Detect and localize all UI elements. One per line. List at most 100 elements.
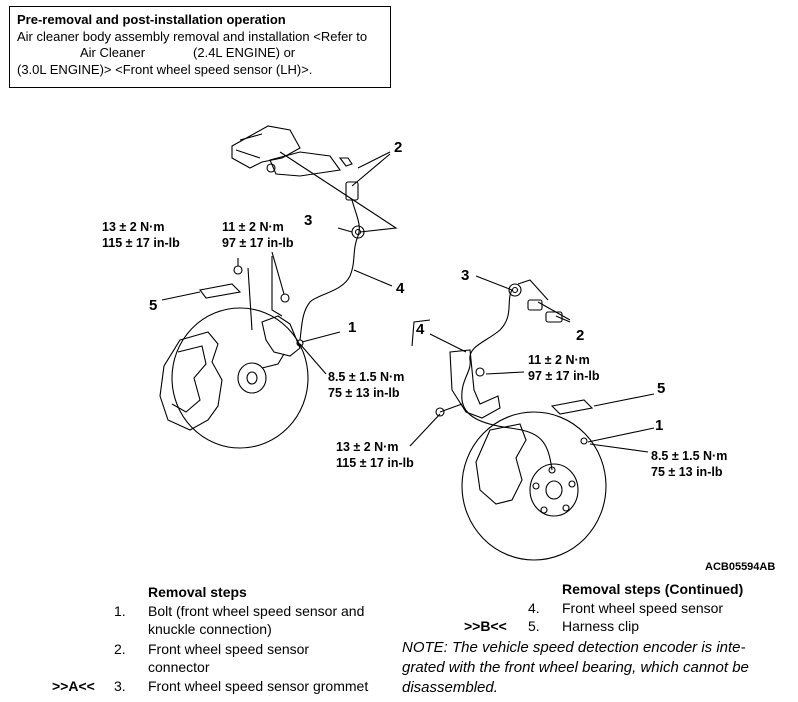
right-leader-3: [475, 275, 513, 291]
left-harness-clip: [199, 283, 242, 299]
left-torque-11-inlb: 97 ± 17 in-lb: [222, 236, 294, 250]
air-cleaner-link[interactable]: Air Cleaner: [80, 45, 146, 60]
left-leader-1: [301, 331, 341, 343]
left-body-bracket: [231, 125, 301, 169]
left-bracket-plate: [269, 151, 341, 177]
right-torque-13-nm: 13 ± 2 N·m: [336, 440, 398, 454]
left-sensor-bolt: [296, 339, 304, 347]
left-caliper: [159, 331, 223, 431]
wheel-speed-sensor-diagram: 2 3 4 5 1 3 2 4 5 1 13 ± 2 N·m 115 ± 17 …: [102, 125, 775, 573]
right-sensor-bolt: [580, 437, 588, 445]
note-line-2: grated with the front wheel bearing, whi…: [402, 659, 749, 676]
right-callout-4: 4: [416, 321, 425, 338]
step-2-line-2: connector: [148, 659, 210, 675]
removal-steps-heading: Removal steps: [148, 584, 247, 600]
step-5-text: Harness clip: [562, 618, 640, 634]
left-leader-5: [161, 291, 201, 301]
left-brake-disc: [171, 307, 309, 449]
right-stud-5: [540, 506, 548, 514]
step-2-text-1: Front wheel speed sensor: [148, 641, 310, 657]
right-callout-2: 2: [576, 327, 584, 344]
right-harness-clip: [550, 399, 594, 415]
right-bracket: [449, 349, 501, 419]
right-bolt-arm: [439, 403, 463, 413]
preop-line-2: Air Cleaner(2.4L ENGINE) or: [17, 45, 383, 62]
removal-steps-continued-heading: Removal steps (Continued): [562, 581, 744, 597]
right-bolt-13nm: [435, 407, 445, 417]
right-brake-disc: [461, 411, 607, 561]
left-callout-4: 4: [396, 280, 405, 297]
left-hub-center: [246, 371, 258, 385]
step-1-text-1: Bolt (front wheel speed sensor and: [148, 603, 365, 619]
step-5-ref[interactable]: >>B<<: [464, 618, 507, 634]
preop-title: Pre-removal and post-installation operat…: [17, 12, 286, 27]
right-bolt-11nm: [475, 367, 485, 377]
step-3-number: 3.: [114, 678, 126, 694]
left-leader-3b: [279, 151, 398, 233]
left-caliper-inner: [171, 345, 207, 413]
step-1-line-1: 1. Bolt (front wheel speed sensor and: [114, 602, 364, 620]
left-grommet-inner: [354, 228, 362, 236]
left-connector-b: [345, 181, 359, 201]
right-connector-b: [545, 311, 563, 323]
left-clip-rod: [247, 267, 253, 331]
step-1-line-2: knuckle connection): [148, 621, 272, 637]
right-stud-3: [568, 480, 576, 488]
right-leader-4: [429, 333, 467, 353]
preop-line-1: Air cleaner body assembly removal and in…: [17, 28, 368, 44]
left-leader-torque-1: [299, 343, 327, 375]
left-torque-11-nm: 11 ± 2 N·m: [222, 220, 284, 234]
right-torque-13-inlb: 115 ± 17 in-lb: [336, 456, 414, 470]
right-connector-a: [527, 299, 543, 311]
right-torque-85-nm: 8.5 ± 1.5 N·m: [651, 449, 727, 463]
preop-box: Pre-removal and post-installation operat…: [9, 6, 391, 88]
step-3-ref[interactable]: >>A<<: [52, 678, 95, 694]
left-torque-85-inlb: 75 ± 13 in-lb: [328, 386, 400, 400]
step-2-line-1: 2. Front wheel speed sensor: [114, 640, 309, 658]
right-stud-1: [532, 482, 540, 490]
preop-line-3: (3.0L ENGINE)> <Front wheel speed sensor…: [17, 61, 313, 77]
right-leader-5: [593, 393, 655, 407]
left-leader-4: [353, 269, 393, 287]
step-4-line: 4.Front wheel speed sensor: [528, 599, 723, 617]
left-sensor-head: [261, 353, 285, 369]
left-bracket-bolt: [266, 163, 276, 173]
left-leader-11nm: [271, 251, 285, 295]
left-callout-2: 2: [394, 139, 402, 156]
left-callout-1: 1: [348, 319, 356, 336]
step-5-line: 5. Harness clip: [528, 617, 639, 635]
right-leader-torque-1: [589, 443, 649, 453]
left-torque-85-nm: 8.5 ± 1.5 N·m: [328, 370, 404, 384]
right-stud-4: [562, 504, 570, 512]
right-torque-11-nm: 11 ± 2 N·m: [528, 353, 590, 367]
right-grommet-inner: [511, 286, 519, 294]
left-leader-3: [337, 227, 353, 233]
step-1-number: 1.: [114, 603, 126, 619]
left-hub: [237, 362, 267, 394]
right-sensor-cable: [461, 289, 553, 471]
right-hub: [529, 463, 579, 517]
step-4-number: 4.: [528, 600, 540, 616]
left-bolt-11nm: [280, 293, 290, 303]
right-callout-1: 1: [655, 417, 663, 434]
right-leader-4b: [411, 319, 431, 347]
figure-code: ACB05594AB: [705, 561, 775, 573]
right-grommet: [508, 283, 522, 297]
right-callout-5: 5: [657, 380, 665, 397]
left-torque-13-nm: 13 ± 2 N·m: [102, 220, 164, 234]
right-leader-2: [537, 301, 571, 323]
step-2-number: 2.: [114, 641, 126, 657]
step-3-line-1: 3. Front wheel speed sensor grommet: [114, 677, 368, 695]
left-callout-3: 3: [304, 212, 312, 229]
right-torque-11-inlb: 97 ± 17 in-lb: [528, 369, 600, 383]
left-connector-a: [338, 157, 353, 167]
step-5-number: 5.: [528, 618, 540, 634]
note-line-3: disassembled.: [402, 679, 498, 696]
right-torque-85-inlb: 75 ± 13 in-lb: [651, 465, 723, 479]
note-line-1: NOTE: The vehicle speed detection encode…: [402, 639, 746, 656]
step-3-text-1: Front wheel speed sensor grommet: [148, 678, 369, 694]
right-caliper: [475, 423, 527, 505]
right-cable-top: [517, 279, 549, 301]
right-callout-3: 3: [461, 267, 469, 284]
right-leader-11nm: [485, 371, 525, 375]
